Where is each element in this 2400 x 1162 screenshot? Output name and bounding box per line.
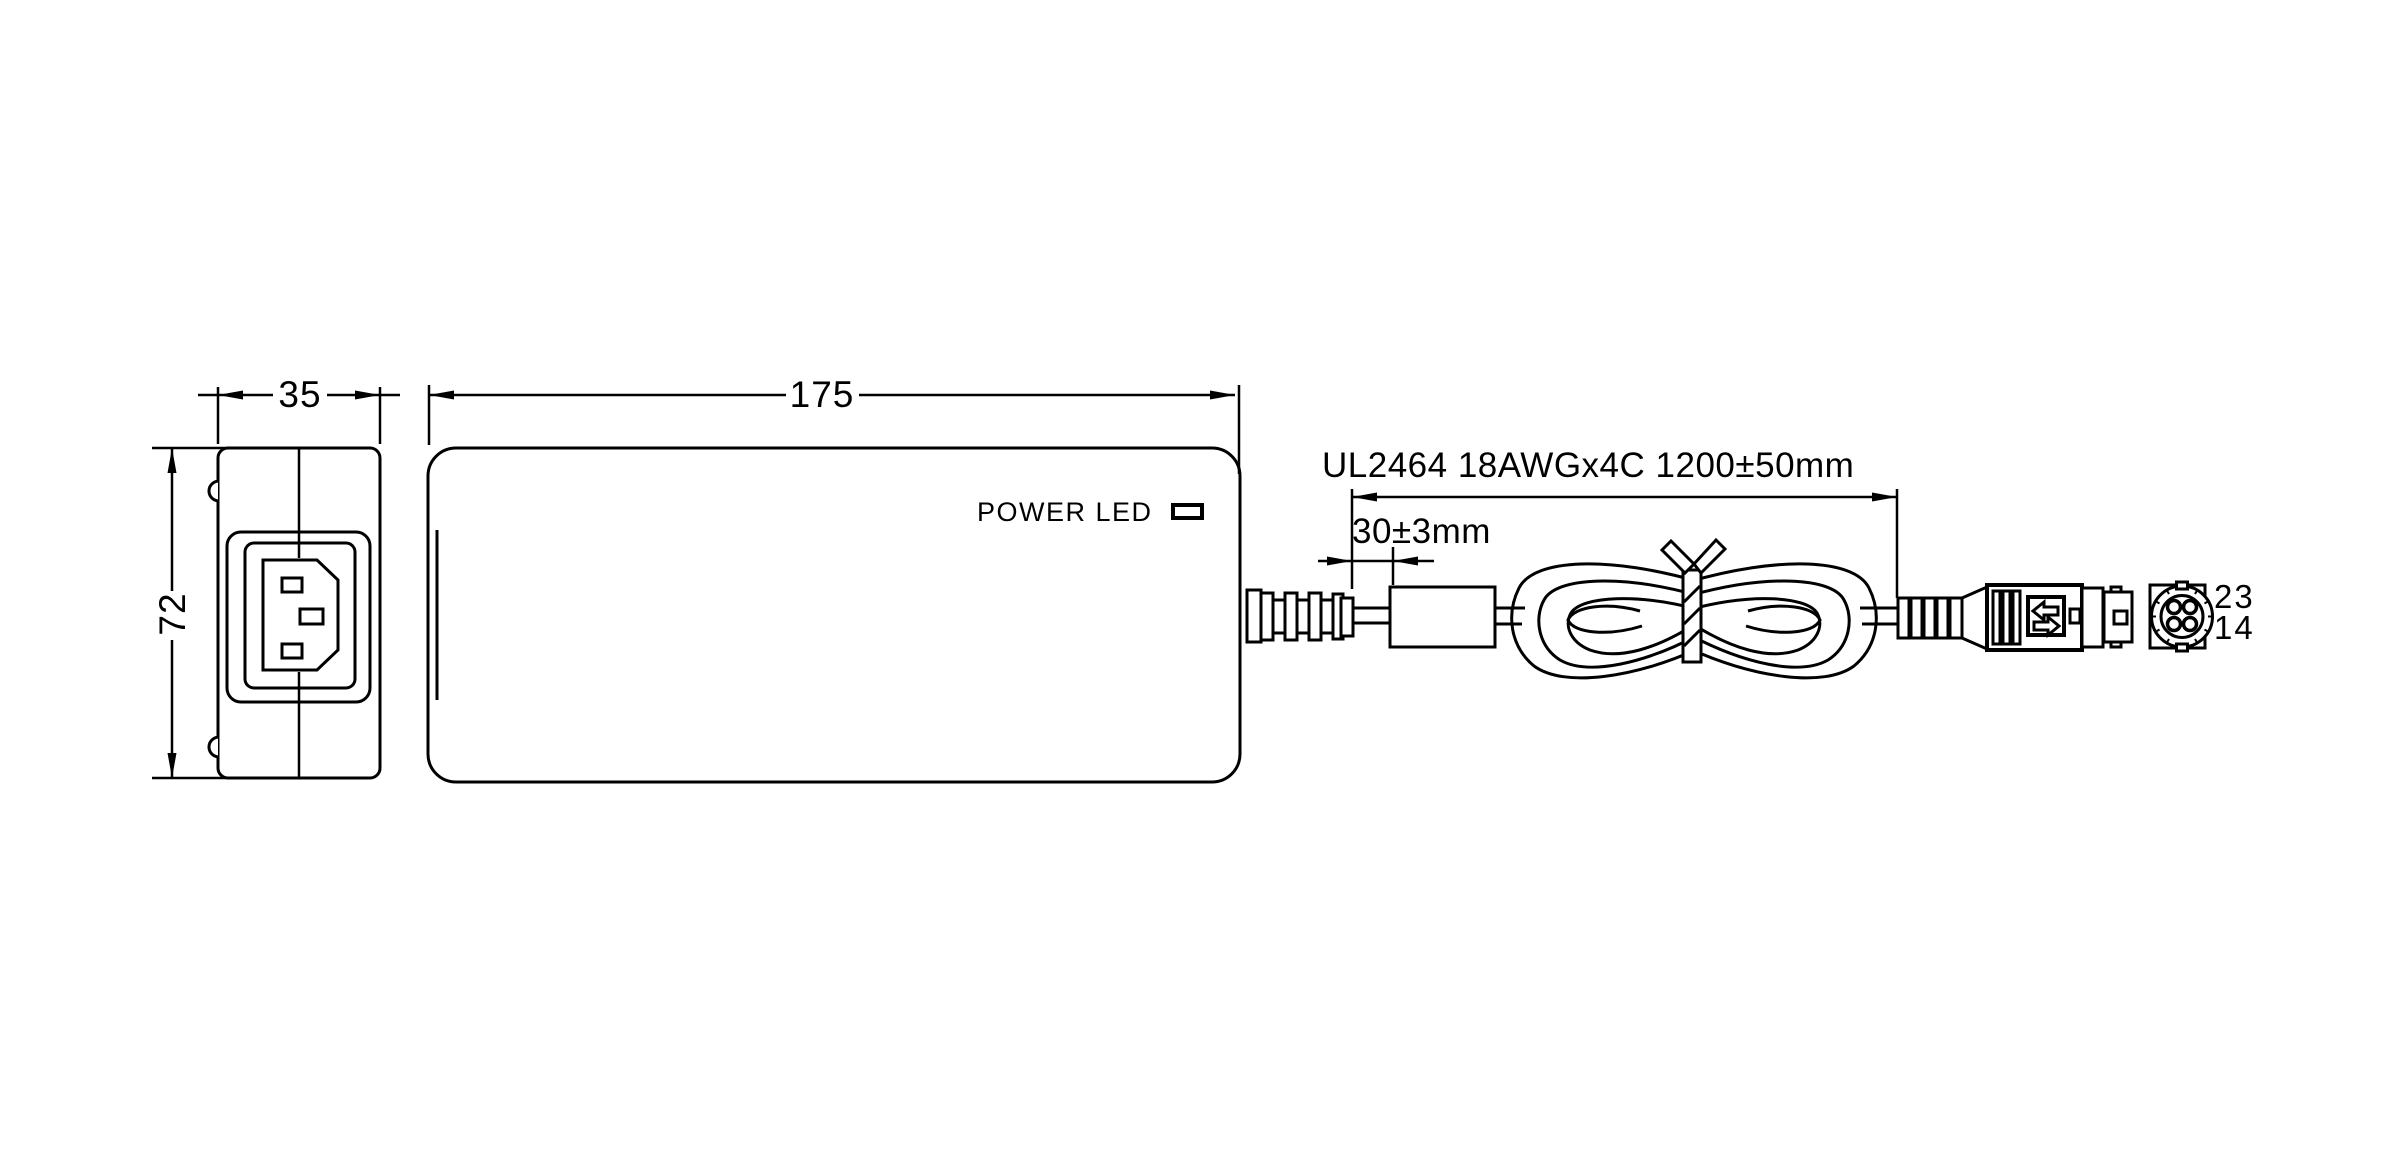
power-led-label: POWER LED — [977, 497, 1153, 527]
pin-1-hole — [2165, 615, 2183, 633]
adapter-end-view — [207, 446, 382, 780]
output-cable — [1245, 537, 1898, 680]
dimension-width-35 — [198, 387, 400, 444]
pin-number-labels: 23 14 — [2214, 578, 2255, 646]
ferrite-bead — [1388, 585, 1497, 649]
pin-label-2: 2 — [2214, 578, 2235, 615]
dimension-length-175 — [427, 385, 1241, 474]
pin-2-hole — [2165, 598, 2183, 616]
power-led-indicator — [1171, 503, 1204, 520]
pin-label-4: 4 — [2234, 609, 2255, 646]
plug-face-view — [2148, 580, 2214, 653]
dc-plug — [1896, 583, 2134, 652]
dimension-width-label: 35 — [278, 374, 322, 415]
adapter-top-view — [426, 446, 1242, 784]
cable-coil — [1510, 562, 1878, 680]
bead-offset-label: 30±3mm — [1352, 512, 1491, 551]
dimension-height-72 — [152, 446, 248, 780]
pin-4-hole — [2181, 615, 2199, 633]
dimension-cable-length — [1350, 489, 1899, 598]
dimension-length-label: 175 — [789, 374, 855, 415]
cable-spec-label: UL2464 18AWGx4C 1200±50mm — [1322, 446, 1855, 485]
dimension-height-label: 72 — [152, 592, 193, 636]
plug-orientation-icon — [2026, 595, 2066, 639]
pin-label-1: 1 — [2214, 609, 2235, 646]
pin-3-hole — [2181, 598, 2199, 616]
cable-tie — [1659, 537, 1728, 664]
dimension-bead-offset — [1318, 547, 1434, 585]
pin-label-3: 3 — [2234, 578, 2255, 615]
